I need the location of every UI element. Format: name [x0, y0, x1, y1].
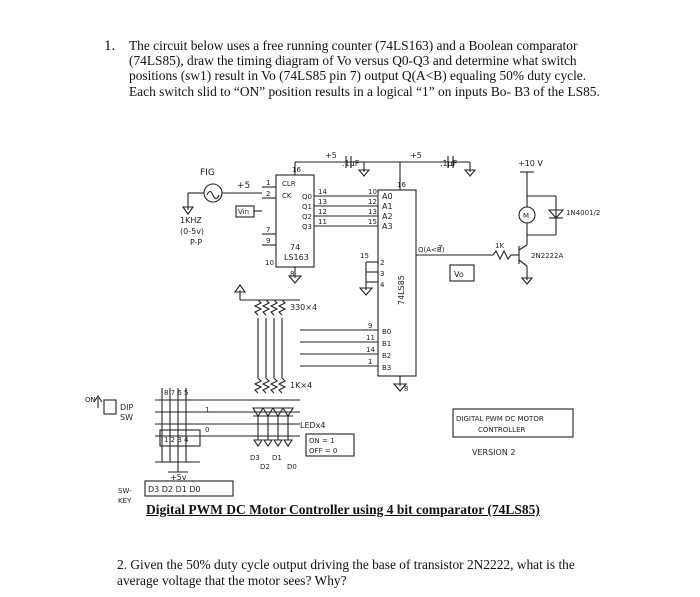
d2-label: D2 — [260, 463, 270, 471]
plus5-top-label: +5 — [325, 151, 337, 160]
plus5-mid-label: +5 — [410, 151, 422, 160]
pin14-label: 14 — [318, 188, 327, 196]
plus10v-label: +10 V — [518, 159, 543, 168]
version-label: VERSION 2 — [472, 448, 515, 457]
fig-label: FIG — [200, 168, 215, 178]
ck-label: CK — [282, 192, 292, 200]
a2-label: A2 — [382, 212, 393, 221]
osc-range-label: (0-5v) — [180, 227, 204, 236]
cmp-pin10: 10 — [368, 188, 377, 196]
pin3-label: 3 — [380, 270, 384, 278]
ledx4-label: LEDx4 — [300, 421, 326, 430]
figure-caption: Digital PWM DC Motor Controller using 4 … — [146, 502, 540, 517]
question-1-line: positions (sw1) result in Vo (74LS85 pin… — [129, 68, 587, 84]
pin15-label: 15 — [360, 252, 369, 260]
b-pin9: 9 — [368, 322, 372, 330]
question-1-number: 1. — [104, 38, 116, 54]
res330-label: 330×4 — [290, 303, 317, 312]
title-box-line-2: CONTROLLER — [478, 426, 526, 434]
question-1-line: (74LS85), draw the timing diagram of Vo … — [129, 53, 577, 69]
b0-label: B0 — [382, 328, 391, 336]
q2-label: Q2 — [302, 213, 312, 221]
a3-label: A3 — [382, 222, 393, 231]
question-1-line: Each switch slid to “ON” position result… — [129, 83, 600, 99]
sw-key-label-2: KEY — [118, 497, 132, 505]
osc-pp-label: P-P — [190, 238, 203, 247]
qab-label: Q(A<B) — [418, 246, 445, 254]
b-pin14: 14 — [366, 346, 375, 354]
res1k-label: 1K — [495, 242, 504, 250]
vin-label: Vin — [238, 208, 249, 216]
b-pin1: 1 — [368, 358, 372, 366]
cmp-pin13: 13 — [368, 208, 377, 216]
chip1-name-b: LS163 — [284, 253, 309, 262]
cmp-pin16: 16 — [397, 181, 406, 189]
cmp-pin12: 12 — [368, 198, 377, 206]
d0-label: D0 — [287, 463, 297, 471]
qab-pin: 7 — [438, 244, 442, 252]
chip2-gnd-pin: 8 — [404, 385, 408, 393]
switch-numbers-bottom: 1 2 3 4 — [164, 436, 189, 444]
b3-label: B3 — [382, 364, 391, 372]
motor-label: M — [523, 212, 529, 220]
chip1-gnd-pin: 8 — [290, 270, 294, 278]
d1-label: D1 — [272, 454, 282, 462]
cap1-label: .1µF — [342, 159, 360, 168]
title-box-line-1: DIGITAL PWM DC MOTOR — [456, 415, 544, 423]
res1k4-label: 1K×4 — [290, 381, 312, 390]
pin4-label: 4 — [380, 281, 385, 289]
plus5v-label: +5v — [170, 473, 187, 482]
chip1-pin9: 9 — [266, 237, 270, 245]
on-label: ON — [85, 396, 96, 404]
sw-key-label-1: SW- — [118, 487, 132, 495]
switch-t0-label: 0 — [205, 426, 209, 434]
chip1-pin16: 16 — [292, 166, 301, 174]
pin2-label: 2 — [380, 259, 384, 267]
question-1-line: The circuit below uses a free running co… — [129, 38, 578, 53]
chip1-pin10: 10 — [265, 259, 274, 267]
b1-label: B1 — [382, 340, 391, 348]
b-pin11: 11 — [366, 334, 375, 342]
chip1-pin7: 7 — [266, 226, 270, 234]
question-2-line: 2. Given the 50% duty cycle output drivi… — [117, 557, 575, 572]
switch-numbers-top: 8 7 6 5 — [164, 389, 189, 397]
q0-label: Q0 — [302, 193, 312, 201]
osc-plus5-label: +5 — [237, 181, 250, 191]
a1-label: A1 — [382, 202, 393, 211]
pin12-label: 12 — [318, 208, 327, 216]
cap2-label: .1µF — [440, 159, 458, 168]
vo-label: Vo — [454, 270, 464, 279]
cmp-pin15: 15 — [368, 218, 377, 226]
chip2-name: 74LS85 — [397, 275, 406, 305]
b2-label: B2 — [382, 352, 391, 360]
pin13-label: 13 — [318, 198, 327, 206]
osc-freq-label: 1KHZ — [180, 216, 202, 225]
diode-label: 1N4001/2 — [566, 209, 600, 217]
clr-label: CLR — [282, 180, 296, 188]
on-off-label: ON = 1 — [309, 437, 335, 445]
chip1-pin1: 1 — [266, 179, 270, 187]
dip-label: DIP — [120, 403, 134, 412]
sw-label: SW — [120, 413, 133, 422]
question-1-text: The circuit below uses a free running co… — [129, 38, 677, 99]
pin11-label: 11 — [318, 218, 327, 226]
q3-label: Q3 — [302, 223, 312, 231]
off-label: OFF = 0 — [309, 447, 337, 455]
chip1-pin2: 2 — [266, 190, 270, 198]
question-2-line: average voltage that the motor sees? Why… — [117, 572, 347, 588]
switch-t1-label: 1 — [205, 406, 209, 414]
question-2-text: 2. Given the 50% duty cycle output drivi… — [117, 557, 677, 588]
transistor-label: 2N2222A — [531, 252, 564, 260]
key-box-label: D3 D2 D1 D0 — [148, 485, 201, 494]
q1-label: Q1 — [302, 203, 312, 211]
chip1-name-a: 74 — [290, 243, 300, 252]
a0-label: A0 — [382, 192, 393, 201]
d3-label: D3 — [250, 454, 260, 462]
